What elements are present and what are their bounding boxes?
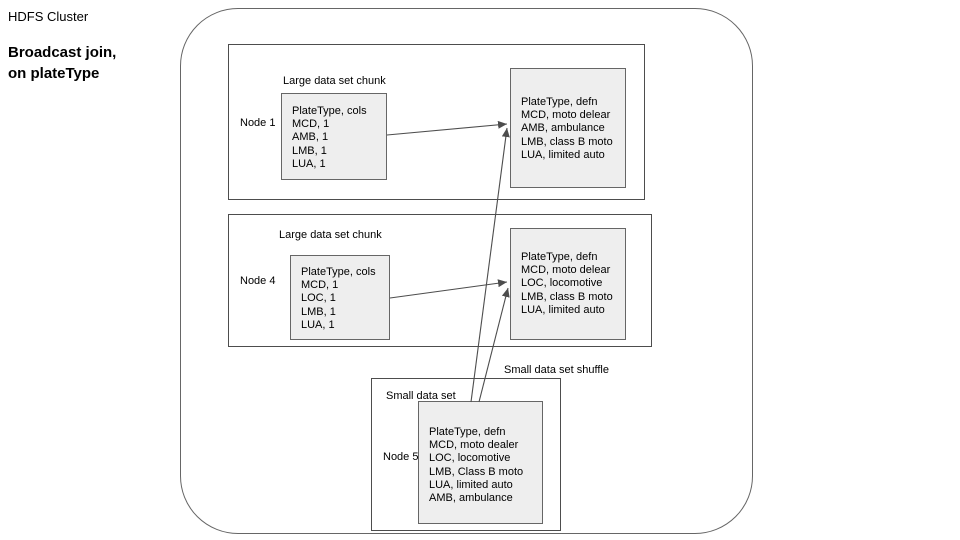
broadcast-join-heading-line2: on plateType [8, 65, 100, 82]
node-group-1 [228, 44, 645, 200]
node-5-label: Node 5 [383, 451, 419, 463]
node-5-small-data-box: PlateType, defn MCD, moto dealer LOC, lo… [418, 401, 543, 524]
node-5-small-data-caption: Small data set [386, 390, 456, 402]
node-4-label: Node 4 [240, 275, 276, 287]
broadcast-join-heading: Broadcast join, on plateType [8, 42, 116, 84]
node-4-chunk-box: PlateType, cols MCD, 1 LOC, 1 LMB, 1 LUA… [290, 255, 390, 340]
node-group-2 [228, 214, 652, 347]
node-1-chunk-box: PlateType, cols MCD, 1 AMB, 1 LMB, 1 LUA… [281, 93, 387, 180]
broadcast-join-heading-line1: Broadcast join, [8, 44, 117, 61]
node-4-chunk-caption: Large data set chunk [279, 229, 382, 241]
node-1-chunk-caption: Large data set chunk [283, 75, 386, 87]
node-1-chunk-lines: PlateType, cols MCD, 1 AMB, 1 LMB, 1 LUA… [292, 105, 367, 170]
node-1-defn-box: PlateType, defn MCD, moto delear AMB, am… [510, 68, 626, 188]
node-group-3 [371, 378, 561, 531]
hdfs-cluster-boundary [180, 8, 753, 534]
node-1-label: Node 1 [240, 117, 276, 129]
node-4-defn-lines: PlateType, defn MCD, moto delear LOC, lo… [521, 251, 613, 316]
hdfs-cluster-title: HDFS Cluster [8, 9, 89, 24]
small-data-set-shuffle-label: Small data set shuffle [504, 364, 609, 376]
node-1-defn-lines: PlateType, defn MCD, moto delear AMB, am… [521, 96, 613, 161]
node-4-chunk-lines: PlateType, cols MCD, 1 LOC, 1 LMB, 1 LUA… [301, 266, 376, 331]
node-5-small-data-lines: PlateType, defn MCD, moto dealer LOC, lo… [429, 426, 524, 505]
node-4-defn-box: PlateType, defn MCD, moto delear LOC, lo… [510, 228, 626, 340]
